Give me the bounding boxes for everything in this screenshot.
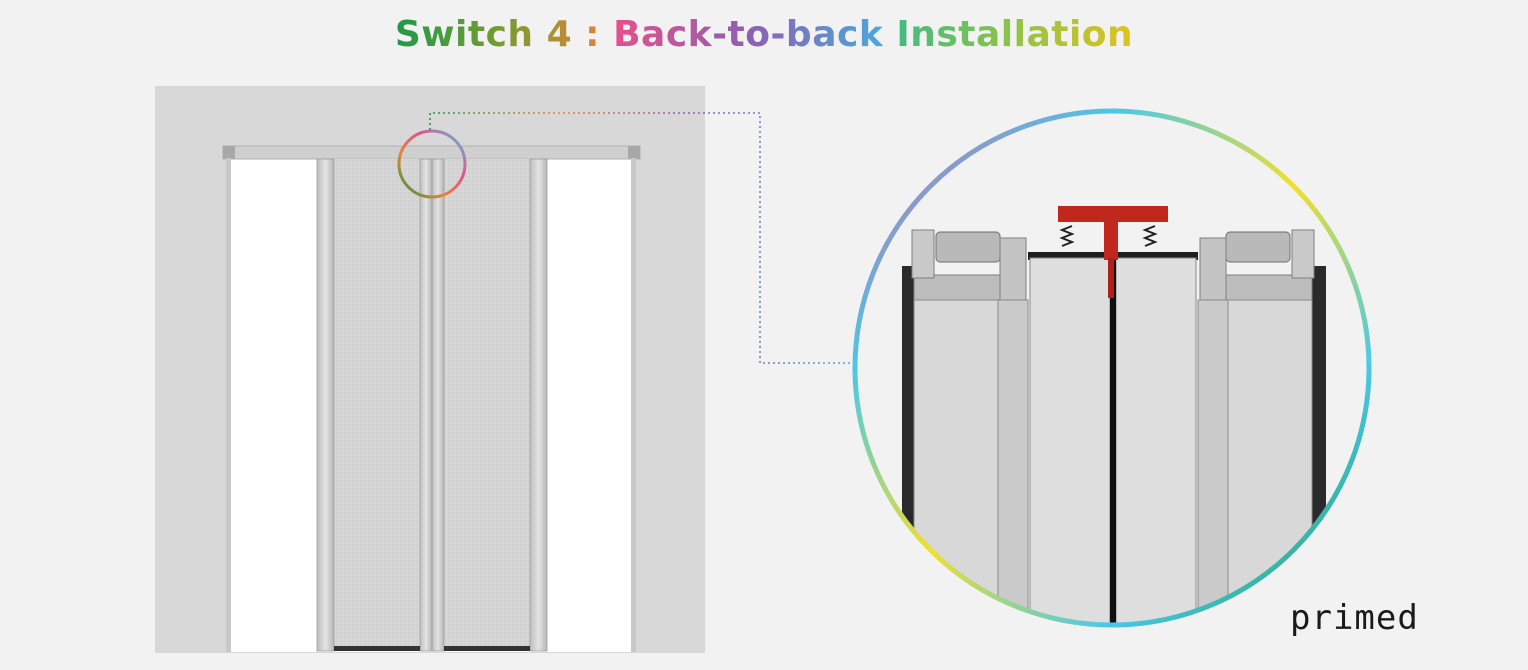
primed-logo: primed	[1290, 598, 1419, 638]
center-post-left	[419, 158, 433, 652]
page-title: Switch 4 : Back-to-back Installation	[0, 14, 1528, 55]
connector-line	[429, 112, 852, 364]
post-right	[529, 158, 548, 652]
magnified-detail	[856, 112, 1368, 624]
center-post-right	[431, 158, 445, 652]
title-part2: Back-to-back	[613, 14, 884, 55]
mesh-panel-left	[334, 159, 420, 649]
post-left	[316, 158, 335, 652]
top-rail	[222, 145, 641, 160]
highlight-ring	[397, 129, 467, 199]
title-part1: Switch 4 :	[394, 14, 614, 55]
mesh-panel-right	[444, 159, 530, 649]
title-part3: Installation	[883, 14, 1134, 55]
red-t-handle	[1058, 206, 1168, 222]
magnifier-ring	[852, 108, 1372, 628]
